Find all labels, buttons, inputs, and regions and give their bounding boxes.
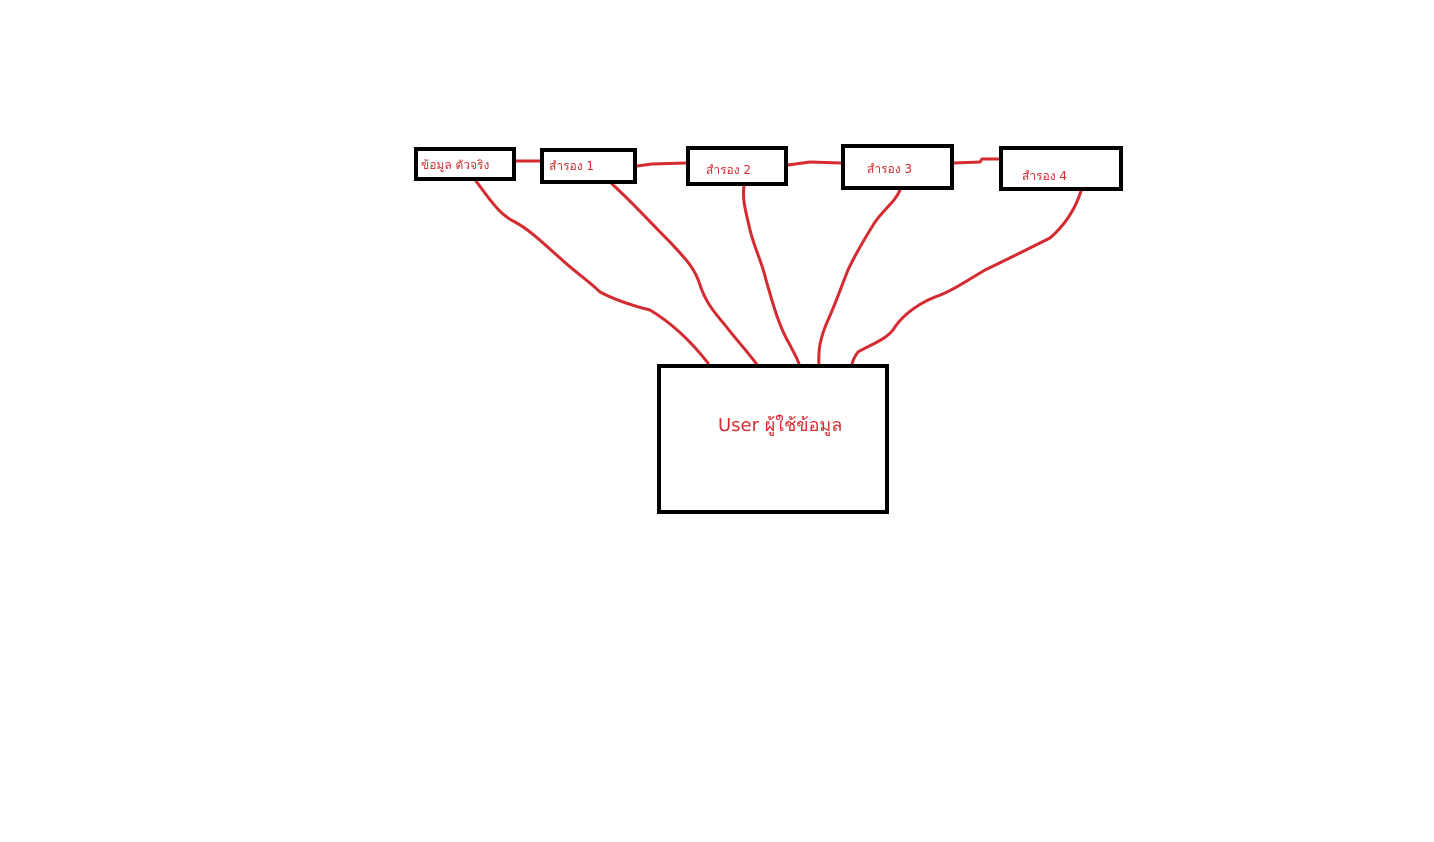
edge-backup-4-user [850, 189, 1083, 366]
user-label: User ผู้ใช้ข้อมูล [718, 415, 843, 436]
backup-3-box: สำรอง 3 [841, 144, 954, 190]
edge-backup-1-user [610, 182, 760, 368]
backup-4-box: สำรอง 4 [999, 146, 1123, 191]
backup-2-box: สำรอง 2 [686, 146, 788, 186]
backup-1-box: สำรอง 1 [540, 148, 637, 184]
backup-4-label: สำรอง 4 [1022, 169, 1068, 183]
edge-backup-2-backup-3 [786, 160, 843, 167]
backup-3-label: สำรอง 3 [867, 162, 913, 176]
backup-1-label: สำรอง 1 [549, 159, 595, 173]
backup-2-label: สำรอง 2 [706, 163, 752, 177]
source-data-label: ข้อมูล ตัวจริง [421, 158, 490, 172]
edge-source-user [474, 179, 710, 365]
source-data-box: ข้อมูล ตัวจริง [414, 147, 516, 181]
user-box: User ผู้ใช้ข้อมูล [657, 364, 889, 514]
edge-backup-2-user [742, 184, 801, 366]
edge-backup-3-backup-4 [952, 157, 1001, 165]
edge-backup-1-backup-2 [635, 161, 688, 168]
edge-backup-3-user [817, 188, 902, 368]
